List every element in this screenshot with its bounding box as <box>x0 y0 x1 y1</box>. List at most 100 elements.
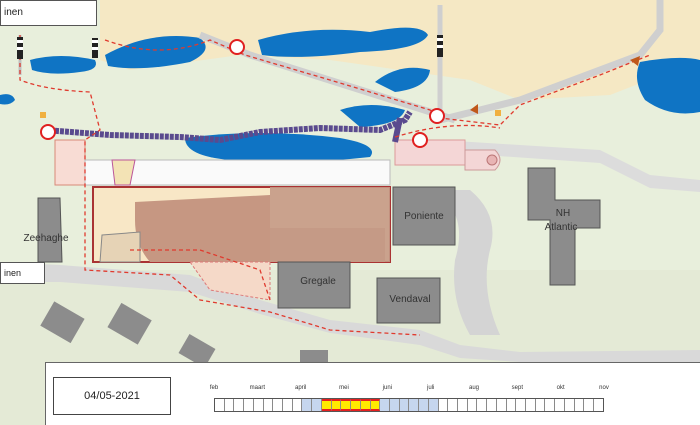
date-box: 04/05-2021 <box>53 377 171 415</box>
date-label: 04/05-2021 <box>84 390 140 402</box>
pond-4 <box>375 67 430 92</box>
building-gregale <box>277 261 351 309</box>
building-vendaval <box>376 277 441 324</box>
footpath <box>44 110 413 144</box>
building-zeehaghe <box>37 197 63 263</box>
week-cell <box>594 399 603 411</box>
week-strip <box>214 398 604 412</box>
footpath-spur <box>392 117 403 143</box>
week-cell <box>321 399 332 411</box>
week-cell <box>477 399 488 411</box>
no-entry-icon <box>229 39 245 55</box>
week-cell <box>292 399 303 411</box>
week-cell <box>273 399 284 411</box>
week-cell <box>457 399 468 411</box>
pond-5 <box>340 105 405 127</box>
month-label: april <box>294 385 307 391</box>
week-cell <box>506 399 517 411</box>
week-cell <box>555 399 565 411</box>
week-cell <box>564 399 575 411</box>
month-label: nov <box>599 385 609 391</box>
works-area-east <box>270 187 390 262</box>
map-inset-label: inen <box>4 268 22 278</box>
map-title: inen <box>4 7 23 18</box>
fence-north <box>104 39 651 126</box>
label-gregale: Gregale <box>300 276 336 287</box>
pond-3 <box>258 27 428 57</box>
label-poniente: Poniente <box>404 211 444 222</box>
week-cell <box>370 399 381 411</box>
dune-path-2 <box>439 0 664 124</box>
week-cell <box>419 399 429 411</box>
month-label: juni <box>382 385 392 391</box>
parking-area <box>430 190 500 335</box>
week-cell <box>526 399 536 411</box>
building-nh-atlantic <box>527 167 601 286</box>
house-2 <box>107 302 152 345</box>
no-entry-icon <box>412 132 428 148</box>
week-cell <box>302 399 313 411</box>
pond-7 <box>636 57 700 114</box>
house-4 <box>300 350 328 364</box>
week-cell <box>253 399 264 411</box>
week-cell <box>399 399 410 411</box>
week-cell <box>438 399 449 411</box>
month-label: okt <box>556 385 565 391</box>
east-road <box>440 140 700 192</box>
signpost-icon <box>40 112 46 118</box>
arrow-icon <box>470 104 478 114</box>
week-cell <box>584 399 595 411</box>
week-cell <box>467 399 478 411</box>
week-cell <box>496 399 507 411</box>
label-atlantic: Atlantic <box>545 222 578 233</box>
pond-1 <box>30 56 96 74</box>
week-cell <box>380 399 390 411</box>
stair-bottom <box>99 231 141 263</box>
fence-south <box>130 249 271 301</box>
week-cell <box>263 399 274 411</box>
no-entry-icon <box>429 108 445 124</box>
week-cell <box>574 399 585 411</box>
week-cell <box>215 399 225 411</box>
roundabout <box>486 154 498 166</box>
week-cell <box>244 399 254 411</box>
week-cell <box>283 399 293 411</box>
stair-top <box>111 159 136 186</box>
week-cell <box>224 399 235 411</box>
boulevard-strip <box>84 159 391 186</box>
month-label: juli <box>426 385 435 391</box>
week-cell <box>312 399 322 411</box>
building-poniente <box>392 186 456 246</box>
arrow-icon <box>630 56 640 66</box>
week-cell <box>409 399 420 411</box>
month-label: maart <box>249 385 265 391</box>
week-cell <box>389 399 400 411</box>
month-label: aug <box>468 385 480 391</box>
week-cell <box>360 399 371 411</box>
month-label: mei <box>339 385 349 391</box>
week-cell <box>331 399 342 411</box>
week-cell <box>545 399 556 411</box>
month-label: sept <box>511 385 523 391</box>
no-entry-icon <box>40 124 56 140</box>
pond-8 <box>0 94 15 105</box>
pond-2 <box>105 36 206 69</box>
label-nh: NH <box>556 208 570 219</box>
east-plaza <box>394 139 466 166</box>
fence-west <box>19 35 421 336</box>
week-cell <box>448 399 458 411</box>
week-cell <box>351 399 361 411</box>
house-3 <box>178 333 216 369</box>
week-cell <box>428 399 439 411</box>
label-zeehaghe: Zeehaghe <box>23 233 68 244</box>
map-inset-box: inen <box>0 262 45 284</box>
main-road <box>0 262 700 362</box>
label-vendaval: Vendaval <box>389 294 430 305</box>
house-1 <box>40 301 85 344</box>
entrance-plaza <box>54 139 86 186</box>
week-cell <box>516 399 526 411</box>
week-cell <box>487 399 497 411</box>
week-cell <box>234 399 245 411</box>
